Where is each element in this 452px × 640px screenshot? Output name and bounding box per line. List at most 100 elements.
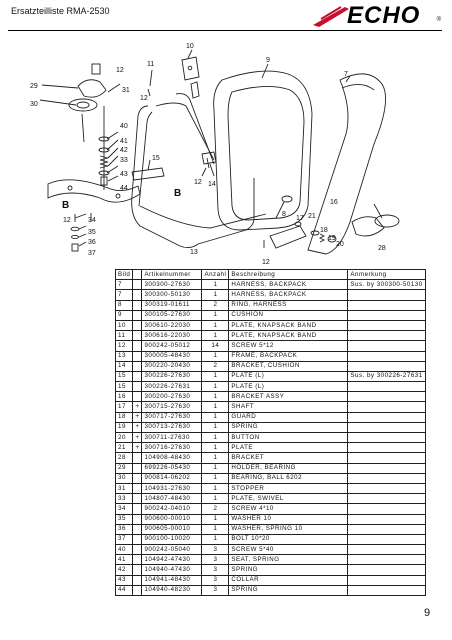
cell-rem [347, 472, 426, 484]
callout-33: 33 [120, 157, 128, 164]
cell-bild: 34 [114, 503, 134, 515]
cell-art: 300005-48430 [141, 350, 203, 362]
cell-bild: 30 [114, 472, 134, 484]
callout-18: 18 [320, 227, 328, 234]
cell-art: 900605-00010 [141, 523, 203, 535]
cell-bild: 28 [114, 452, 134, 464]
cell-rem [347, 513, 426, 525]
cell-art: 104941-48430 [141, 574, 203, 586]
cell-rem [347, 503, 426, 515]
cell-art: 300226-27630 [141, 370, 203, 383]
cell-art: 300711-27630 [141, 431, 203, 444]
cell-art: 300716-27630 [141, 442, 203, 454]
cell-bild: 9 [114, 309, 134, 321]
cell-anz: 1 [201, 279, 230, 291]
cell-anz: 1 [201, 462, 230, 474]
cell-art: 900242-04010 [141, 503, 203, 515]
cell-desc: WASHER 10 [228, 513, 349, 525]
callout-20: 20 [336, 241, 344, 248]
callout-37: 37 [88, 250, 96, 257]
cell-art: 300616-22030 [141, 330, 203, 342]
cell-desc: PLATE, KNAPSACK BAND [228, 319, 349, 332]
cell-anz: 1 [201, 472, 230, 484]
cell-anz: 3 [201, 584, 230, 597]
cell-mark [132, 513, 143, 525]
cell-rem [347, 330, 426, 342]
col-header-anzahl: Anzahl [201, 268, 230, 281]
cell-anz: 1 [201, 370, 230, 383]
cell-rem [347, 482, 426, 495]
cell-desc: PLATE, KNAPSACK BAND [228, 330, 349, 342]
cell-anz: 1 [201, 411, 230, 423]
cell-desc: BOLT 10*20 [228, 533, 349, 546]
callout-9: 9 [266, 57, 270, 64]
cell-rem [347, 431, 426, 444]
cell-rem [347, 462, 426, 474]
cell-anz: 1 [201, 431, 230, 444]
cell-rem [347, 309, 426, 321]
cell-bild: 43 [114, 574, 134, 586]
page-title: Ersatzteilliste RMA-2530 [11, 6, 110, 16]
cell-art: 900100-10020 [141, 533, 203, 546]
col-header-anmerkung: Anmerkung [347, 268, 426, 281]
cell-desc: SCREW 4*10 [228, 503, 349, 515]
cell-bild: 7 [114, 289, 134, 301]
logo-swoosh-icon [313, 6, 349, 27]
callout-8: 8 [282, 211, 286, 218]
cell-desc: FRAME, BACKPACK [228, 350, 349, 362]
cell-desc: PLATE (L) [228, 370, 349, 383]
cell-anz: 1 [201, 523, 230, 535]
cell-desc: HARNESS, BACKPACK [228, 289, 349, 301]
cell-art: 300105-27630 [141, 309, 203, 321]
callout-21: 21 [308, 213, 316, 220]
cell-desc: SCREW 5*40 [228, 544, 349, 556]
cell-bild: 14 [114, 360, 134, 372]
cell-bild: 37 [114, 533, 134, 546]
callout-13: 13 [190, 249, 198, 256]
cell-rem: Sus. by 300226-27631 [347, 370, 426, 383]
cell-desc: SPRING [228, 421, 349, 434]
col-header-beschreibung: Beschreibung [228, 268, 349, 281]
cell-mark [132, 299, 143, 311]
cell-rem [347, 442, 426, 454]
cell-anz: 1 [201, 350, 230, 362]
callout-12e: 12 [140, 95, 148, 102]
cell-art: 300713-27630 [141, 421, 203, 434]
cell-bild: 19 [114, 421, 134, 434]
callout-29: 29 [30, 83, 38, 90]
logo-text: ECHO [347, 2, 421, 29]
cell-anz: 1 [201, 421, 230, 434]
cell-rem [347, 340, 426, 352]
table-header-row: Bild Artikelnummer Anzahl Beschreibung A… [114, 268, 426, 281]
cell-mark [132, 544, 143, 556]
cell-rem [347, 554, 426, 566]
cell-mark [132, 279, 143, 291]
cell-anz: 3 [201, 554, 230, 566]
cell-art: 900242-05012 [141, 340, 203, 352]
cell-art: 300717-27630 [141, 411, 203, 423]
callout-43: 43 [120, 171, 128, 178]
cell-bild: 13 [114, 350, 134, 362]
callout-31: 31 [122, 87, 130, 94]
cell-desc: BRACKET ASSY [228, 391, 349, 403]
cell-bild: 15 [114, 381, 134, 393]
cell-mark [132, 574, 143, 586]
cell-art: 300300-27630 [141, 279, 203, 291]
cell-mark [132, 564, 143, 576]
cell-mark [132, 503, 143, 515]
